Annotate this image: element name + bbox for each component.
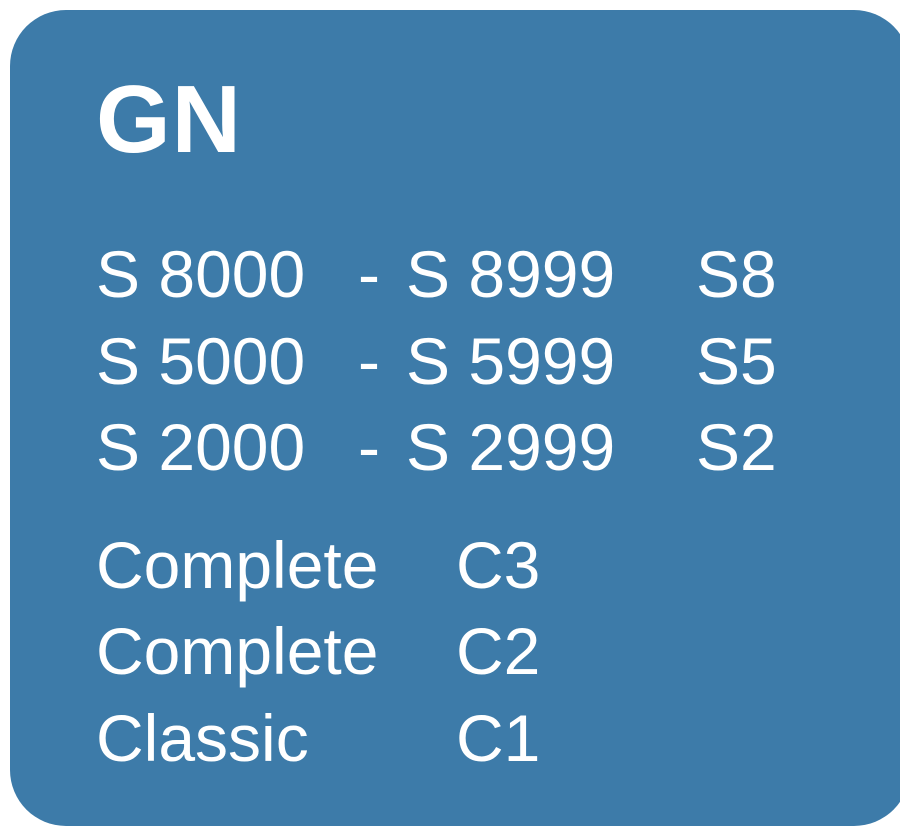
range-code: S8 xyxy=(696,237,777,311)
range-end: S 8999 xyxy=(406,237,616,311)
range-dash: - xyxy=(358,237,380,311)
range-dash: - xyxy=(358,410,380,484)
model-name: Complete xyxy=(96,614,379,688)
range-start: S 5000 xyxy=(96,324,306,398)
range-code: S2 xyxy=(696,410,777,484)
brand-title: GN xyxy=(96,66,242,173)
info-card: GN S 8000 - S 8999 S8 S 5000 - S 5999 S5… xyxy=(10,10,900,826)
range-start: S 2000 xyxy=(96,410,306,484)
range-code: S5 xyxy=(696,324,777,398)
range-end: S 2999 xyxy=(406,410,616,484)
model-code: C1 xyxy=(456,701,541,775)
model-name: Complete xyxy=(96,528,379,602)
range-dash: - xyxy=(358,324,380,398)
range-start: S 8000 xyxy=(96,237,306,311)
model-name: Classic xyxy=(96,701,309,775)
model-code: C3 xyxy=(456,528,541,602)
model-code: C2 xyxy=(456,614,541,688)
range-end: S 5999 xyxy=(406,324,616,398)
